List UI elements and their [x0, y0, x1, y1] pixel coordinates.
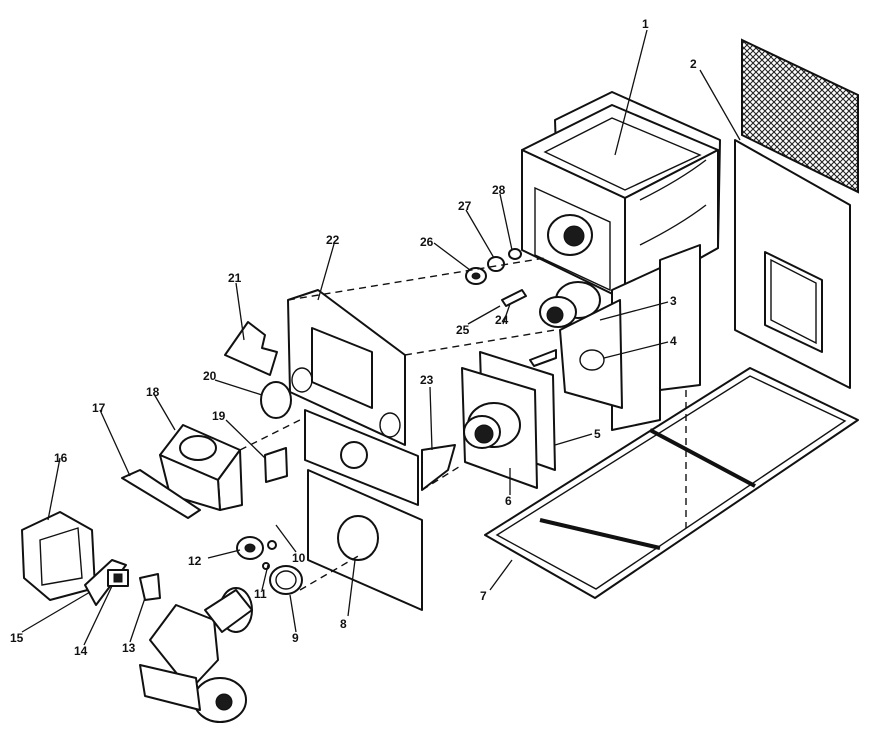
part-burner-plate: [461, 367, 538, 489]
part-switch-assembly: [84, 559, 161, 606]
part-block: [264, 447, 288, 483]
callout-20: 20: [203, 369, 217, 383]
part-blower-housing: [21, 511, 96, 601]
callout-15: 15: [10, 631, 24, 645]
callout-24: 24: [495, 313, 509, 327]
part-lower-plate: [304, 409, 419, 506]
callout-22: 22: [326, 233, 340, 247]
part-disk: [260, 381, 292, 419]
part-clip: [501, 289, 527, 307]
callout-5: 5: [594, 427, 601, 441]
callout-1: 1: [642, 17, 649, 31]
callout-11: 11: [254, 587, 267, 601]
part-bracket: [529, 349, 557, 367]
callout-4: 4: [670, 334, 677, 348]
leader-lines: [21, 29, 741, 646]
part-heat-exchanger: [521, 91, 721, 431]
part-access-plate: [559, 299, 623, 409]
part-inducer-motor: [139, 587, 253, 723]
callout-21: 21: [228, 271, 242, 285]
callout-7: 7: [480, 589, 487, 603]
callout-16: 16: [54, 451, 68, 465]
part-base-tray: [484, 367, 859, 599]
part-rear-panel: [734, 38, 859, 389]
callout-25: 25: [456, 323, 470, 337]
part-cover-plate: [121, 469, 201, 519]
callout-3: 3: [670, 294, 677, 308]
part-flue-collar: [539, 281, 601, 328]
callout-8: 8: [340, 617, 347, 631]
callout-9: 9: [292, 631, 299, 645]
part-side-bracket: [421, 444, 456, 491]
callout-14: 14: [74, 644, 88, 658]
callout-26: 26: [420, 235, 434, 249]
callout-10: 10: [292, 551, 306, 565]
callout-28: 28: [492, 183, 506, 197]
callout-23: 23: [420, 373, 434, 387]
part-gaskets: [236, 536, 303, 595]
callout-12: 12: [188, 554, 202, 568]
part-mounting-plate: [307, 469, 423, 611]
part-front-frame: [287, 289, 406, 446]
callout-17: 17: [92, 401, 106, 415]
assembly-lines: [239, 257, 687, 591]
callout-6: 6: [505, 494, 512, 508]
callout-13: 13: [122, 641, 136, 655]
callout-18: 18: [146, 385, 160, 399]
callout-19: 19: [212, 409, 226, 423]
callouts: 1 2 3 4 5 6 7 8 9 10 11 12 13 14 15 16 1…: [10, 17, 697, 658]
callout-27: 27: [458, 199, 472, 213]
part-baffle: [224, 321, 278, 376]
callout-2: 2: [690, 57, 697, 71]
part-rings: [465, 248, 522, 285]
